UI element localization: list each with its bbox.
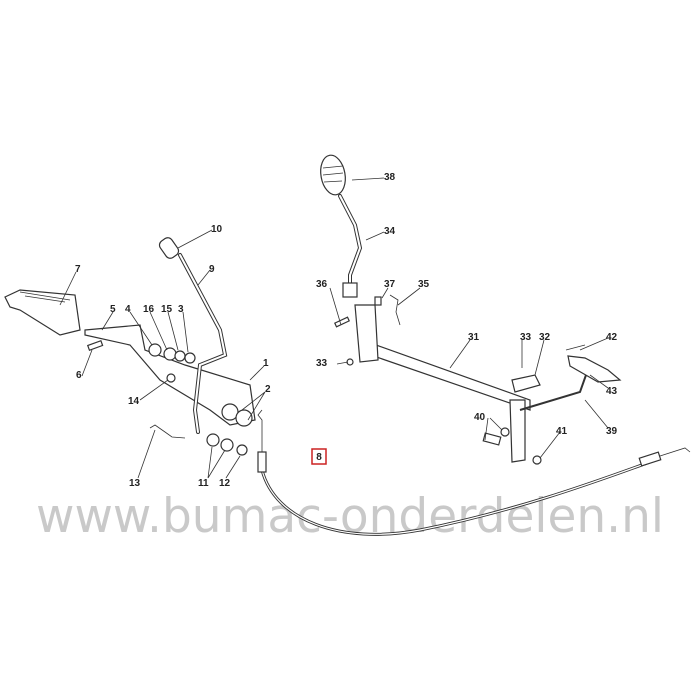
label-10[interactable]: 10 <box>211 224 223 235</box>
label-33-left[interactable]: 33 <box>316 358 328 369</box>
label-7[interactable]: 7 <box>75 264 81 275</box>
label-36[interactable]: 36 <box>316 279 328 290</box>
label-34[interactable]: 34 <box>384 226 396 237</box>
label-9[interactable]: 9 <box>209 264 215 275</box>
part-labels: 38 34 36 37 35 31 33 32 42 33 43 39 40 4… <box>75 172 618 489</box>
label-31[interactable]: 31 <box>468 332 480 343</box>
knob-38 <box>320 154 346 196</box>
label-11[interactable]: 11 <box>198 478 209 489</box>
cable-fitting <box>257 451 267 473</box>
label-35[interactable]: 35 <box>418 279 430 290</box>
label-13[interactable]: 13 <box>129 478 141 489</box>
label-2[interactable]: 2 <box>265 384 271 395</box>
label-4[interactable]: 4 <box>125 304 131 315</box>
leader-lines <box>59 177 609 479</box>
label-39[interactable]: 39 <box>606 426 618 437</box>
knob-10 <box>158 237 180 259</box>
label-38[interactable]: 38 <box>384 172 396 183</box>
label-1[interactable]: 1 <box>263 358 269 369</box>
spring-35 <box>389 294 401 326</box>
spring-13 <box>149 424 186 439</box>
plate-43 <box>567 355 622 383</box>
rod-39 <box>519 374 587 411</box>
arm-plate <box>509 399 526 463</box>
label-14[interactable]: 14 <box>128 396 140 407</box>
label-3[interactable]: 3 <box>178 304 184 315</box>
label-40[interactable]: 40 <box>474 412 486 423</box>
label-12[interactable]: 12 <box>219 478 231 489</box>
label-43[interactable]: 43 <box>606 386 618 397</box>
label-32[interactable]: 32 <box>539 332 551 343</box>
label-37[interactable]: 37 <box>384 279 396 290</box>
pedal-pad <box>4 289 81 336</box>
label-16[interactable]: 16 <box>143 304 155 315</box>
label-5[interactable]: 5 <box>110 304 116 315</box>
bracket <box>354 304 379 363</box>
label-15[interactable]: 15 <box>161 304 173 315</box>
label-33-right[interactable]: 33 <box>520 332 532 343</box>
label-6[interactable]: 6 <box>76 370 82 381</box>
plate-32 <box>511 374 541 393</box>
watermark-text: www.bumac-onderdelen.nl <box>36 489 664 544</box>
label-42[interactable]: 42 <box>606 332 618 343</box>
highlight-box <box>311 448 327 465</box>
label-41[interactable]: 41 <box>556 426 568 437</box>
bolt-6 <box>86 339 104 351</box>
shaft-31 <box>361 339 531 411</box>
label-8[interactable]: 8 <box>316 452 322 463</box>
